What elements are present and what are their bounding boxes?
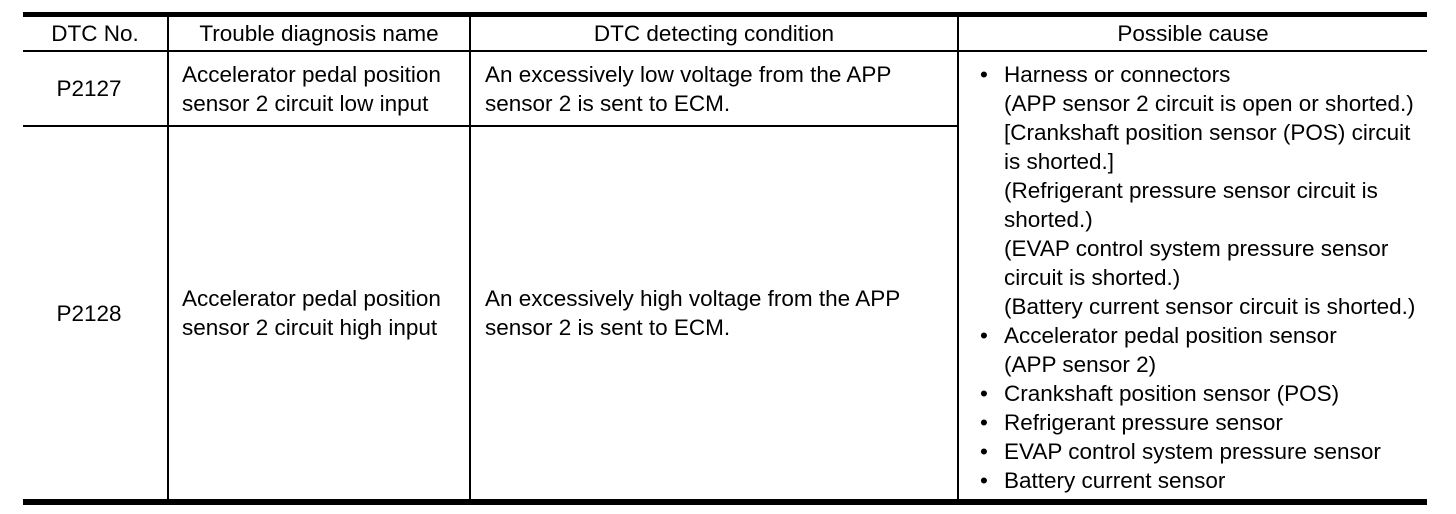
header-dtc-no: DTC No.	[23, 13, 169, 52]
cause-detail: (EVAP control system pressure sensor cir…	[1004, 236, 1389, 290]
detecting-condition-cell: An excessively high voltage from the APP…	[469, 125, 959, 503]
dtc-table-container: DTC No. Trouble diagnosis name DTC detec…	[23, 12, 1427, 505]
table-row-p2128: P2128 Accelerator pedal position sensor …	[23, 125, 1427, 503]
header-possible-cause: Possible cause	[957, 13, 1427, 52]
cause-text: Battery current sensor	[1004, 468, 1226, 493]
bullet-icon: •	[980, 323, 988, 348]
cause-item: • Accelerator pedal position sensor (APP…	[960, 321, 1425, 379]
bullet-icon: •	[980, 468, 988, 493]
cause-text: Crankshaft position sensor (POS)	[1004, 381, 1340, 406]
cause-detail: (Refrigerant pressure sensor circuit is …	[1004, 178, 1378, 232]
bullet-icon: •	[980, 62, 988, 87]
dtc-no-cell: P2128	[23, 125, 169, 503]
detecting-condition-cell: An excessively low voltage from the APP …	[469, 49, 959, 128]
table-header-row: DTC No. Trouble diagnosis name DTC detec…	[23, 13, 1427, 52]
table-row-p2127: P2127 Accelerator pedal position sensor …	[23, 49, 1427, 503]
dtc-table: DTC No. Trouble diagnosis name DTC detec…	[23, 12, 1427, 505]
dtc-no-cell: P2127	[23, 49, 169, 128]
cause-text: Accelerator pedal position sensor	[1004, 323, 1337, 348]
cause-text: Harness or connectors	[1004, 62, 1231, 87]
cause-text: EVAP control system pressure sensor	[1004, 439, 1381, 464]
diagnosis-name-cell: Accelerator pedal position sensor 2 circ…	[167, 49, 471, 128]
bullet-icon: •	[980, 410, 988, 435]
cause-text: Refrigerant pressure sensor	[1004, 410, 1283, 435]
cause-item: • Refrigerant pressure sensor	[960, 408, 1425, 437]
header-trouble-diagnosis-name: Trouble diagnosis name	[167, 13, 471, 52]
cause-detail: [Crankshaft position sensor (POS) circui…	[1004, 120, 1411, 174]
diagnosis-name-cell: Accelerator pedal position sensor 2 circ…	[167, 125, 471, 503]
cause-detail: (APP sensor 2 circuit is open or shorted…	[1004, 91, 1414, 116]
cause-item: • EVAP control system pressure sensor	[960, 437, 1425, 466]
bullet-icon: •	[980, 381, 988, 406]
cause-detail: (APP sensor 2)	[1004, 352, 1157, 377]
possible-cause-cell: • Harness or connectors (APP sensor 2 ci…	[957, 50, 1427, 503]
header-dtc-detecting-condition: DTC detecting condition	[469, 13, 959, 52]
cause-detail: (Battery current sensor circuit is short…	[1004, 294, 1416, 319]
cause-item: • Battery current sensor	[960, 466, 1425, 495]
cause-item: • Crankshaft position sensor (POS)	[960, 379, 1425, 408]
cause-item: • Harness or connectors (APP sensor 2 ci…	[960, 60, 1425, 321]
bullet-icon: •	[980, 439, 988, 464]
